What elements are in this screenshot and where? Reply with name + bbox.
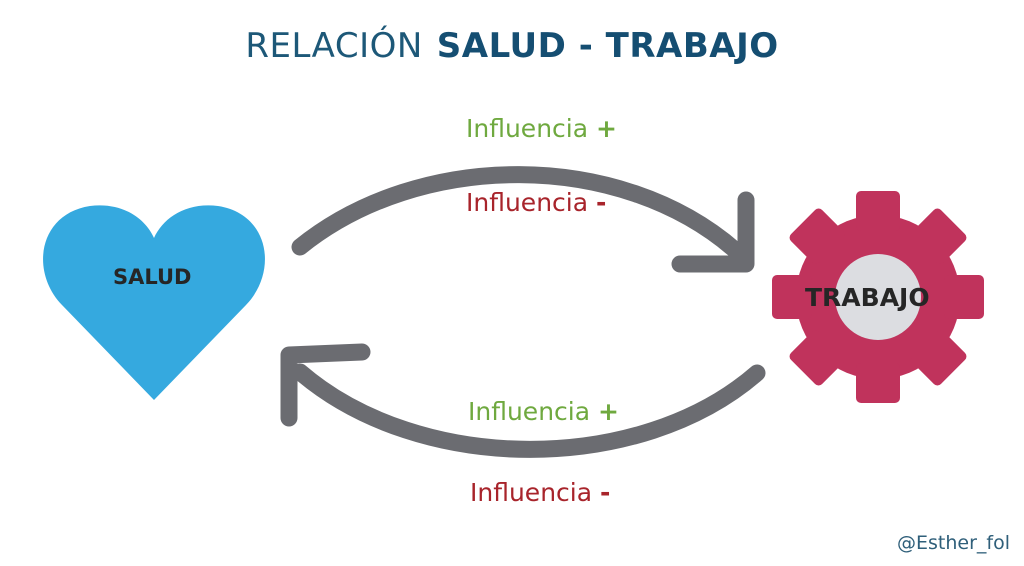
arrow-salud-to-trabajo (291, 166, 755, 273)
gear-shape-trabajo (772, 191, 984, 403)
top-positive-label: Influencia + (466, 114, 617, 143)
trabajo-label: TRABAJO (805, 283, 930, 312)
top-negative-label: Influencia - (466, 188, 607, 217)
salud-label: SALUD (113, 265, 192, 289)
arrow-trabajo-to-salud (280, 343, 766, 458)
author-credit: @Esther_fol (897, 532, 1010, 554)
bottom-negative-label: Influencia - (470, 478, 611, 507)
bottom-positive-label: Influencia + (468, 397, 619, 426)
heart-shape-salud (43, 205, 265, 400)
